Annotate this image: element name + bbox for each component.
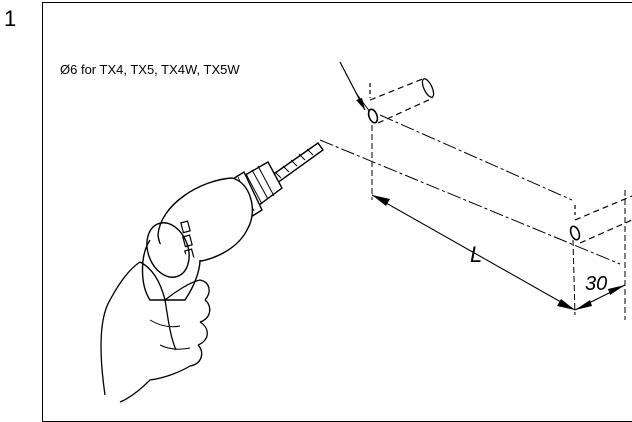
- right-extension-line: [572, 239, 576, 316]
- left-hole-pipe: [369, 77, 435, 124]
- step-number: 1: [4, 6, 17, 31]
- distance-label: L: [470, 242, 482, 267]
- distance-dimension: [371, 194, 576, 311]
- hole-diameter-note: Ø6 for TX4, TX5, TX4W, TX5W: [60, 62, 240, 77]
- left-drill-hole: [367, 108, 379, 124]
- drill-axis-centerline: [319, 139, 621, 265]
- right-hole-pipe: [574, 195, 632, 244]
- upper-centerline: [379, 114, 573, 201]
- offset-label: 30: [585, 273, 607, 295]
- power-drill: [141, 142, 324, 301]
- hand: [100, 261, 211, 403]
- right-drill-hole: [569, 225, 581, 241]
- offset-dimension: [574, 284, 626, 311]
